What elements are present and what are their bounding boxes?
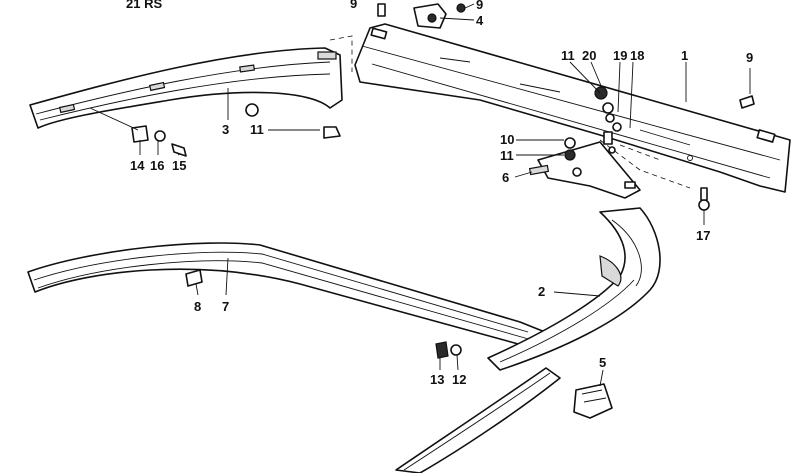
callout-18: 18: [630, 48, 644, 63]
callout-12: 12: [452, 372, 466, 387]
callout-14: 14: [130, 158, 145, 173]
callout-3: 3: [222, 122, 229, 137]
callout-2: 2: [538, 284, 545, 299]
nut-11-left: [245, 103, 259, 117]
callout-9c: 9: [746, 50, 753, 65]
washer-12: [450, 344, 462, 356]
callout-7: 7: [222, 299, 229, 314]
callout-19: 19: [613, 48, 627, 63]
callout-labels: 9 9 4 11 20 19 18 1 9 3 11 10 11 6 14 16…: [130, 0, 753, 387]
mounting-bracket-6: [528, 141, 641, 199]
clip-14: [131, 125, 149, 143]
washer-10: [564, 137, 576, 149]
right-bumper-corner: [487, 207, 661, 371]
clip-13: [435, 341, 449, 359]
assembly-line: [599, 139, 691, 189]
end-cap-5: [573, 383, 613, 419]
left-bumper-corner-strip: [29, 47, 343, 129]
callout-13: 13: [430, 372, 444, 387]
screw-15: [171, 143, 187, 157]
callout-9a: 9: [350, 0, 357, 11]
lower-bumper-strip: [27, 242, 561, 351]
callout-4: 4: [476, 13, 484, 28]
bolt-9-top: [377, 3, 386, 17]
mounting-bracket-4: [413, 3, 466, 29]
clip-8: [185, 269, 203, 287]
bumper-carrier-bar: [354, 23, 791, 193]
callout-5: 5: [599, 355, 606, 370]
clip-11-left: [323, 126, 341, 139]
callout-8: 8: [194, 299, 201, 314]
bolt-17: [698, 187, 710, 211]
callout-11a: 11: [561, 48, 575, 63]
callout-17: 17: [696, 228, 710, 243]
callout-20: 20: [582, 48, 596, 63]
assembly-line: [619, 144, 661, 161]
callout-11c: 11: [500, 148, 514, 163]
callout-11b: 11: [250, 122, 264, 137]
callout-10: 10: [500, 132, 514, 147]
callout-16: 16: [150, 158, 164, 173]
nut-11: [564, 149, 576, 161]
callout-6: 6: [502, 170, 509, 185]
callout-1: 1: [681, 48, 688, 63]
front-valance-curve: [395, 367, 561, 473]
fastener-cluster: [594, 86, 622, 145]
assembly-line: [329, 35, 353, 72]
bolt-9-right: [739, 95, 755, 109]
callout-15: 15: [172, 158, 186, 173]
callout-9b: 9: [476, 0, 483, 12]
leader-lines: [89, 3, 751, 387]
header-label: 21 RS: [126, 0, 162, 11]
washer-16: [154, 130, 166, 142]
